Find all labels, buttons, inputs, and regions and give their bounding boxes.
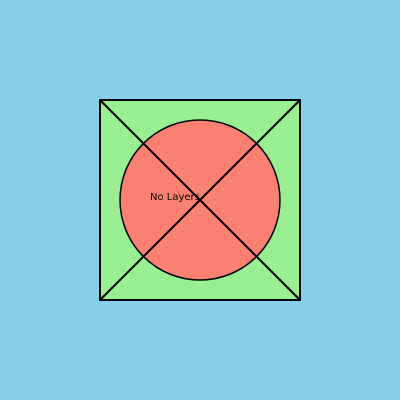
center-label: No Layers bbox=[150, 192, 200, 203]
diagonal-line-tr-bl bbox=[99, 99, 301, 301]
